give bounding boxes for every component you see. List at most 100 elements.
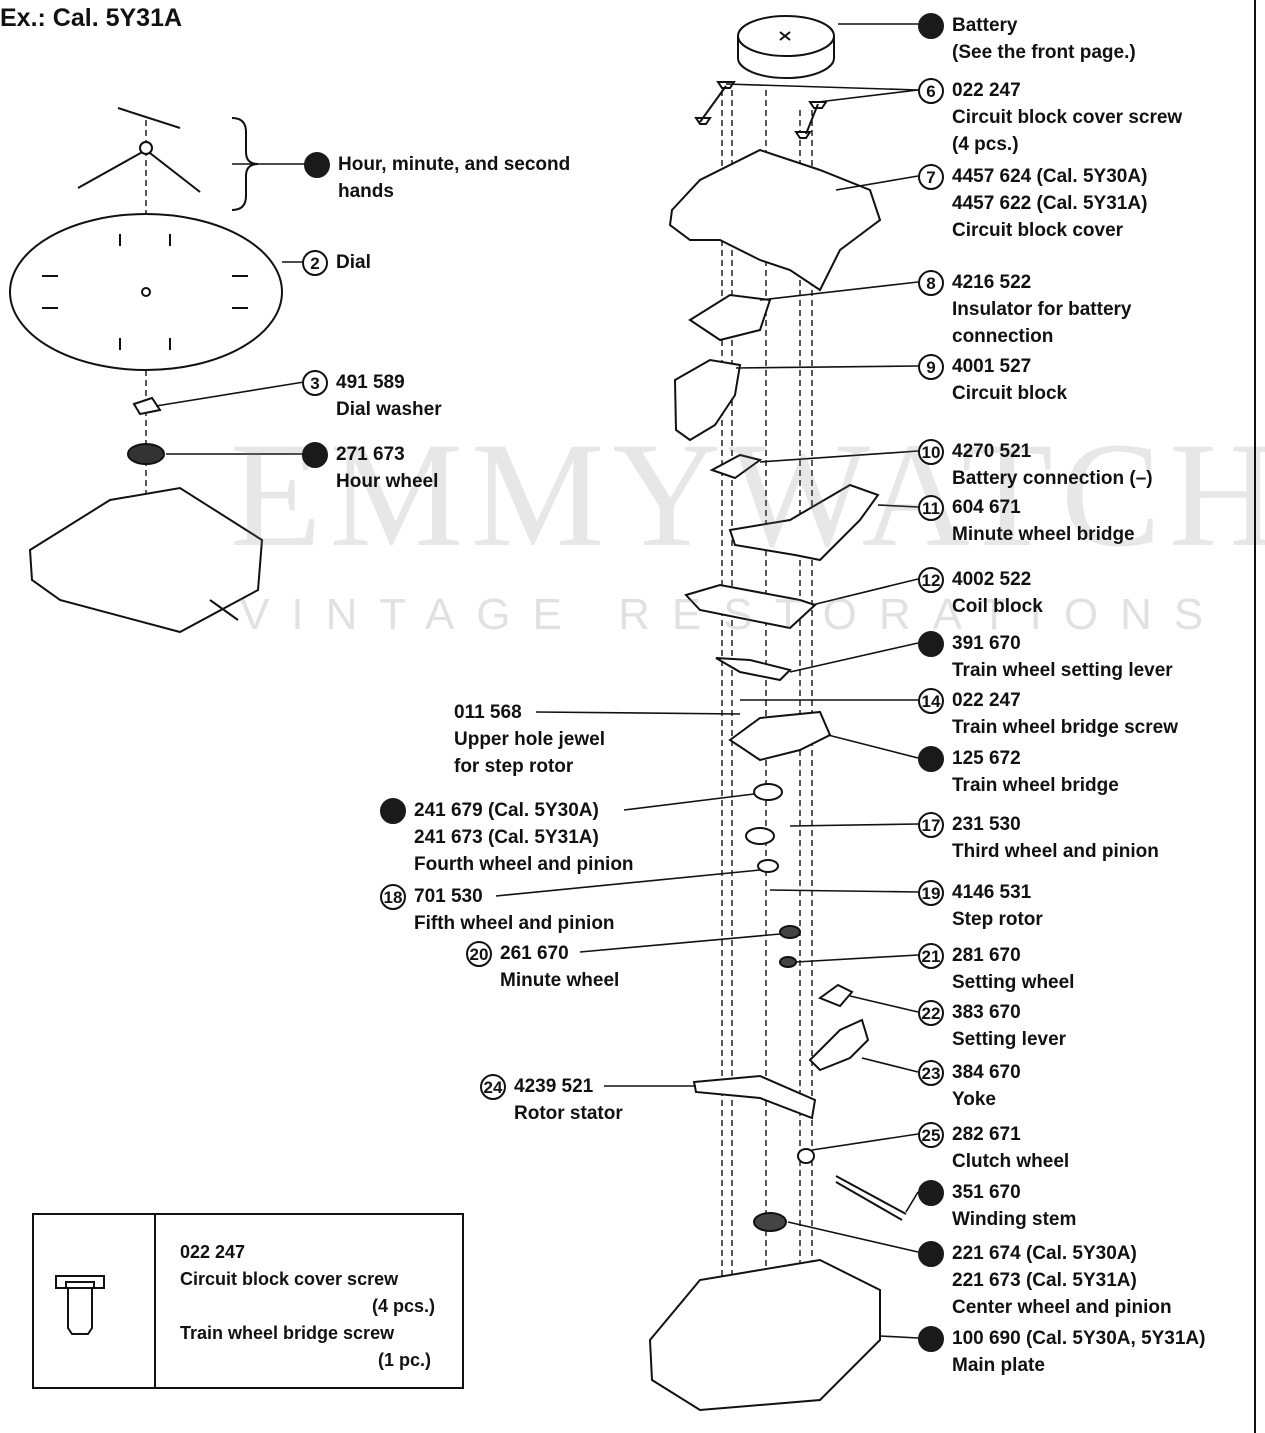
part-description: Minute wheel bridge	[952, 524, 1135, 545]
insulator-drawing	[688, 293, 772, 342]
part-description: Clutch wheel	[952, 1151, 1070, 1172]
part-description: Fourth wheel and pinion	[414, 854, 634, 875]
screw-note-qty2: (1 pc.)	[378, 1350, 432, 1370]
train-wheel-bridge-drawing	[728, 710, 832, 762]
part-number: 4457 624 (Cal. 5Y30A)	[952, 166, 1148, 187]
part-number: 383 670	[952, 1002, 1021, 1023]
page-border-right	[1254, 0, 1256, 1433]
part-badge-p6: 6	[918, 78, 944, 104]
part-number: 100 690 (Cal. 5Y30A, 5Y31A)	[952, 1328, 1206, 1349]
part-description: connection	[952, 326, 1054, 347]
part-description: Setting lever	[952, 1029, 1067, 1050]
part-description: Center wheel and pinion	[952, 1297, 1172, 1318]
part-badge-p18: 18	[380, 884, 406, 910]
part-badge-p24: 24	[480, 1074, 506, 1100]
part-number: 261 670	[500, 943, 569, 964]
part-description: Train wheel bridge	[952, 775, 1119, 796]
setting-lever-part-drawing	[817, 983, 854, 1008]
screw-note-line1: Circuit block cover screw	[180, 1269, 399, 1289]
part-description: Hour, minute, and second	[338, 154, 571, 175]
part-badge-p20: 20	[466, 941, 492, 967]
screw-note-box: 022 247 Circuit block cover screw (4 pcs…	[32, 1213, 464, 1389]
part-label-p2: Dial	[336, 249, 371, 276]
part-badge-p19: 19	[918, 880, 944, 906]
part-badge-p8: 8	[918, 270, 944, 296]
part-description: Setting wheel	[952, 972, 1075, 993]
part-badge-p2: 2	[302, 250, 328, 276]
screw-illustration	[55, 1275, 105, 1335]
part-number: 4216 522	[952, 272, 1032, 293]
part-description: Upper hole jewel	[454, 729, 605, 750]
part-description: (4 pcs.)	[952, 134, 1019, 155]
leader-lines	[155, 23, 919, 1339]
part-badge-p17: 17	[918, 812, 944, 838]
part-description: Fifth wheel and pinion	[414, 913, 615, 934]
part-number: 391 670	[952, 633, 1021, 654]
part-badge-p10: 10	[918, 439, 944, 465]
part-badge-p28	[918, 1326, 944, 1352]
part-badge-p16	[380, 798, 406, 824]
hands-drawing	[77, 107, 259, 211]
screw-note-number: 022 247	[180, 1242, 246, 1262]
part-badge-battery	[918, 13, 944, 39]
part-label-p16: 241 679 (Cal. 5Y30A)241 673 (Cal. 5Y31A)…	[414, 797, 634, 878]
part-number: 491 589	[336, 372, 405, 393]
part-number: 4146 531	[952, 882, 1032, 903]
part-badge-p21: 21	[918, 943, 944, 969]
part-badge-p22: 22	[918, 1000, 944, 1026]
part-description: Hour wheel	[336, 471, 439, 492]
part-label-p27: 221 674 (Cal. 5Y30A)221 673 (Cal. 5Y31A)…	[952, 1240, 1172, 1321]
part-badge-p15	[918, 746, 944, 772]
part-number: 011 568	[454, 702, 522, 723]
part-description: Circuit block cover screw	[952, 107, 1183, 128]
part-number: 384 670	[952, 1062, 1021, 1083]
part-badge-p13	[918, 631, 944, 657]
part-description: for step rotor	[454, 756, 574, 777]
part-description: Battery	[952, 15, 1018, 36]
part-badge-p7: 7	[918, 164, 944, 190]
part-number: 022 247	[952, 690, 1021, 711]
part-description: hands	[338, 181, 394, 202]
part-description: Minute wheel	[500, 970, 620, 991]
part-description: Third wheel and pinion	[952, 841, 1159, 862]
part-badge-p14: 14	[918, 688, 944, 714]
part-description: Dial washer	[336, 399, 442, 420]
minute-wheel-bridge-drawing	[728, 483, 880, 562]
part-badge-p9: 9	[918, 354, 944, 380]
part-number: 271 673	[336, 444, 405, 465]
part-description: Circuit block	[952, 383, 1068, 404]
battery-connection-drawing	[709, 453, 763, 480]
part-number: 4239 521	[514, 1076, 594, 1097]
movement-drawing	[28, 486, 264, 634]
part-description: Dial	[336, 252, 371, 273]
part-number: 241 679 (Cal. 5Y30A)	[414, 800, 599, 821]
part-number: 701 530	[414, 886, 483, 907]
part-label-p7: 4457 624 (Cal. 5Y30A) 4457 622 (Cal. 5Y31…	[952, 163, 1147, 244]
circuit-block-drawing	[673, 358, 742, 442]
winding-stem-drawing	[835, 1175, 907, 1221]
part-label-p28: 100 690 (Cal. 5Y30A, 5Y31A)Main plate	[952, 1325, 1206, 1379]
part-badge-hands	[304, 152, 330, 178]
part-description: Winding stem	[952, 1209, 1077, 1230]
part-number: 282 671	[952, 1124, 1021, 1145]
part-number: 231 530	[952, 814, 1021, 835]
part-badge-p27	[918, 1241, 944, 1267]
part-number: 4001 527	[952, 356, 1032, 377]
hour-wheel-drawing	[127, 443, 165, 465]
part-badge-p4	[302, 442, 328, 468]
part-description: 4457 622 (Cal. 5Y31A)	[952, 193, 1148, 214]
part-number: 4270 521	[952, 441, 1032, 462]
part-description: Coil block	[952, 596, 1043, 617]
screw-note-divider	[154, 1215, 156, 1387]
